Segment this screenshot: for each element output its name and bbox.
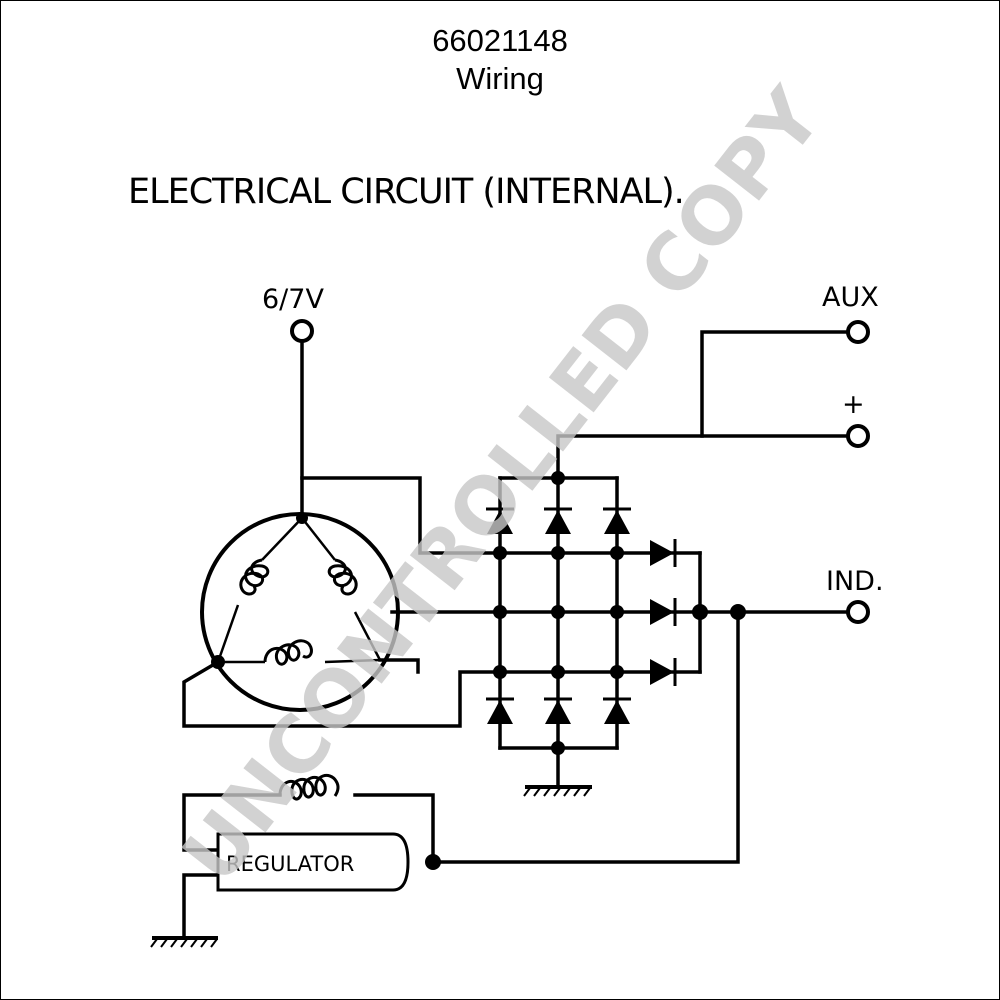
field-coil	[278, 773, 340, 801]
regulator: REGULATOR	[216, 832, 410, 892]
label-ind: IND.	[826, 566, 884, 597]
diode-icon	[648, 596, 677, 628]
terminals	[290, 319, 870, 624]
ground-regulator-icon	[150, 936, 218, 948]
regulator-label: REGULATOR	[226, 852, 354, 876]
diagram-heading: ELECTRICAL CIRCUIT (INTERNAL).	[128, 172, 685, 212]
diode-icon	[484, 697, 516, 726]
terminal-ind	[846, 600, 870, 624]
title-block: 66021148 Wiring	[0, 22, 1000, 98]
label-plus: +	[842, 389, 865, 420]
part-number: 66021148	[432, 23, 568, 58]
diode-icon	[601, 697, 633, 726]
terminal-6-7v	[290, 319, 314, 343]
subtitle: Wiring	[456, 61, 544, 96]
label-6-7v: 6/7V	[262, 284, 324, 315]
terminal-plus	[846, 424, 870, 448]
diode-icon	[648, 656, 677, 688]
diode-icon	[648, 537, 677, 569]
junction-dots	[211, 471, 746, 870]
diode-icon	[542, 697, 574, 726]
ground-bridge-icon	[523, 785, 592, 797]
diode-icon	[542, 507, 574, 536]
label-aux: AUX	[822, 282, 879, 313]
terminal-aux	[846, 320, 870, 344]
diode-icon	[601, 507, 633, 536]
trio-diodes	[648, 537, 677, 688]
